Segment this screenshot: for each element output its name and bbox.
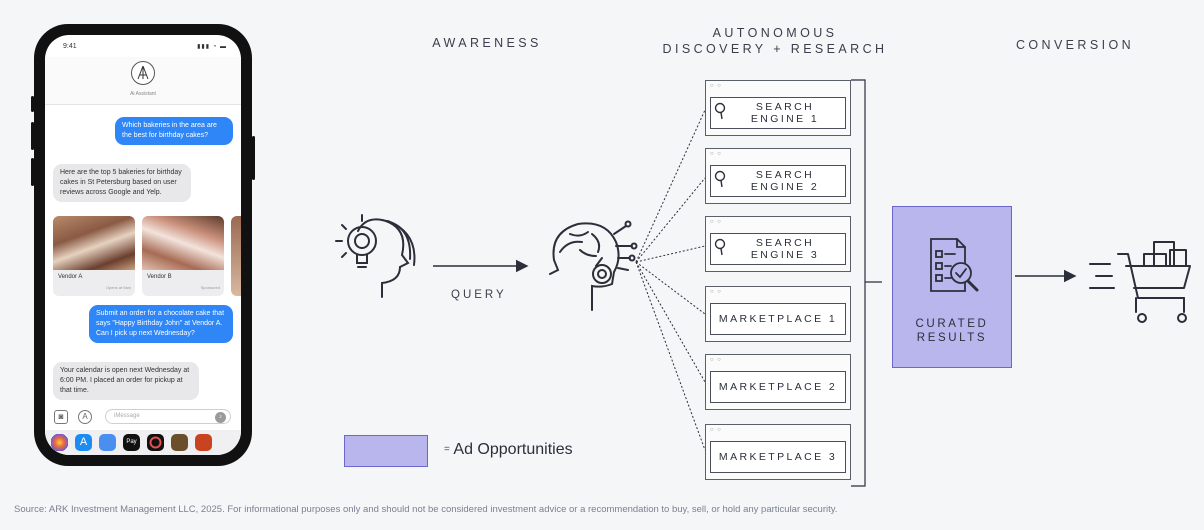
phone-mockup: 9:41 ▮▮▮ ◔ ▬ Ai Assistant Which bakeries…: [31, 24, 255, 466]
results-bracket: [851, 79, 866, 487]
source-label-line2: ENGINE 3: [750, 249, 820, 261]
source-label: MARKETPLACE 3: [718, 451, 838, 463]
search-icon: [714, 238, 726, 256]
window-dots: ○ ○: [710, 151, 722, 157]
message-user-1: Which bakeries in the area are the best …: [115, 117, 233, 145]
status-icons: ▮▮▮ ◔ ▬: [197, 44, 227, 50]
music-app-icon[interactable]: [195, 434, 212, 451]
source-marketplace-1[interactable]: ○ ○ MARKETPLACE 1: [705, 286, 851, 342]
source-label-line1: SEARCH: [755, 101, 815, 113]
phone-volume-up: [31, 122, 34, 150]
audio-icon[interactable]: ♪: [215, 412, 226, 423]
ai-robot-head-icon: [536, 212, 640, 318]
human-head-idea-icon: [330, 205, 426, 301]
search-icon: [714, 170, 726, 188]
source-marketplace-2[interactable]: ○ ○ MARKETPLACE 2: [705, 354, 851, 410]
curated-label-line2: RESULTS: [916, 332, 988, 344]
status-bar: 9:41 ▮▮▮ ◔ ▬: [45, 35, 241, 57]
game-app-icon[interactable]: [171, 434, 188, 451]
contact-header[interactable]: Ai Assistant: [45, 57, 241, 105]
source-label-line2: ENGINE 1: [750, 113, 820, 125]
status-time: 9:41: [63, 43, 77, 50]
message-assistant-1: Here are the top 5 bakeries for birthday…: [53, 164, 191, 202]
message-user-2: Submit an order for a chocolate cake tha…: [89, 305, 233, 343]
window-dots: ○ ○: [710, 427, 722, 433]
curated-results-box[interactable]: CURATED RESULTS: [892, 206, 1012, 368]
source-footnote: Source: ARK Investment Management LLC, 2…: [14, 504, 838, 515]
query-label: QUERY: [451, 289, 507, 301]
vendor-b-sub: Sponsored: [200, 285, 220, 290]
stage-discovery-line1: AUTONOMOUS: [712, 26, 838, 40]
contact-name: Ai Assistant: [130, 91, 156, 97]
photos-app-icon[interactable]: [51, 434, 68, 451]
window-dots: ○ ○: [710, 289, 722, 295]
window-dots: ○ ○: [710, 357, 722, 363]
app-dock: A Pay: [45, 430, 241, 455]
window-dots: ○ ○: [710, 219, 722, 225]
source-label: MARKETPLACE 1: [718, 313, 838, 325]
source-inner: MARKETPLACE 2: [710, 371, 846, 403]
fitness-app-icon[interactable]: [147, 434, 164, 451]
source-label-line2: ENGINE 2: [750, 181, 820, 193]
stage-awareness: AWARENESS: [432, 36, 542, 50]
assistant-avatar-icon: [131, 61, 155, 85]
vendor-a-caption[interactable]: Vendor A Opens at 9am: [53, 270, 135, 296]
audio-app-icon[interactable]: [99, 434, 116, 451]
source-label: MARKETPLACE 2: [718, 381, 838, 393]
window-dots: ○ ○: [710, 83, 722, 89]
vendor-b-caption[interactable]: Vendor B Sponsored: [142, 270, 224, 296]
stage-conversion: CONVERSION: [1015, 38, 1135, 52]
source-label-line1: SEARCH: [755, 169, 815, 181]
message-input[interactable]: iMessage: [105, 409, 231, 424]
legend-marker: =: [444, 444, 450, 455]
phone-volume-down: [31, 158, 34, 186]
app-store-icon[interactable]: A: [78, 410, 92, 424]
vendor-a-name: Vendor A: [58, 274, 83, 280]
compose-bar: ◙ A iMessage ♪: [45, 407, 241, 427]
fanout-lines: [635, 109, 706, 451]
legend-label: Ad Opportunities: [453, 441, 573, 458]
source-inner: MARKETPLACE 3: [710, 441, 846, 473]
legend-ad-label: = Ad Opportunities: [444, 441, 573, 459]
vendor-c-photo-partial[interactable]: [231, 216, 241, 296]
curated-label-line1: CURATED: [915, 318, 989, 330]
curated-results-label: CURATED RESULTS: [893, 317, 1011, 345]
phone-screen: 9:41 ▮▮▮ ◔ ▬ Ai Assistant Which bakeries…: [45, 35, 241, 455]
vendor-a-photo[interactable]: [53, 216, 135, 270]
source-marketplace-3[interactable]: ○ ○ MARKETPLACE 3: [705, 424, 851, 480]
app-store-dock-icon[interactable]: A: [75, 434, 92, 451]
source-inner: MARKETPLACE 1: [710, 303, 846, 335]
phone-power-button: [252, 136, 255, 180]
legend-ad-swatch: [344, 435, 428, 467]
source-label-line1: SEARCH: [755, 237, 815, 249]
phone-side-button: [31, 96, 34, 112]
pay-app-icon[interactable]: Pay: [123, 434, 140, 451]
curated-document-search-icon: [930, 238, 979, 292]
camera-icon[interactable]: ◙: [54, 410, 68, 424]
vendor-a-sub: Opens at 9am: [105, 285, 131, 290]
stage-discovery-line2: DISCOVERY + RESEARCH: [662, 42, 888, 56]
vendor-b-name: Vendor B: [147, 274, 172, 280]
message-assistant-2: Your calendar is open next Wednesday at …: [53, 362, 199, 400]
shopping-cart-icon: [1088, 236, 1196, 326]
search-icon: [714, 102, 726, 120]
vendor-b-photo[interactable]: [142, 216, 224, 270]
